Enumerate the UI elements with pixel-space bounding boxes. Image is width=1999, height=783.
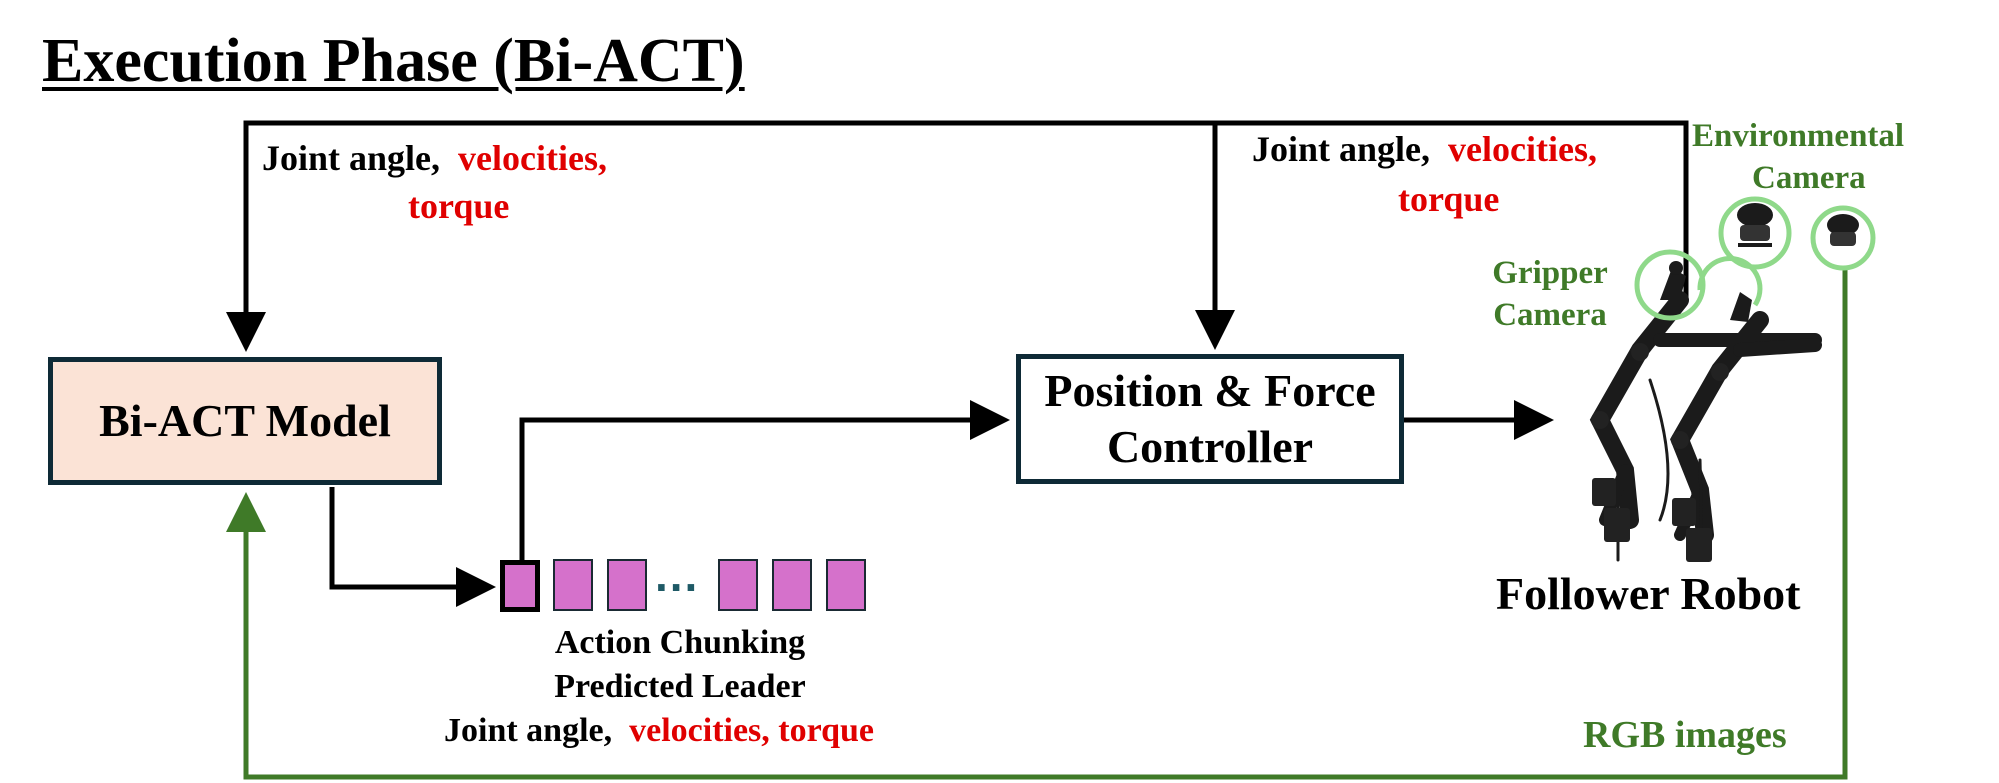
controller-label-line1: Position & Force: [1044, 365, 1376, 416]
environmental-camera-label-line1: Environmental: [1692, 118, 1905, 154]
feedback-loop-top: [226, 120, 1689, 352]
action-chunking-line3: Joint angle, velocities, torque: [444, 709, 874, 753]
action-chunking-line1: Action Chunking: [554, 624, 806, 661]
feedback-right-velocities-text: velocities,: [1448, 129, 1597, 169]
gripper-camera-label-line2: Camera: [1493, 297, 1607, 333]
rgb-images-label: RGB images: [1583, 714, 1787, 756]
position-force-controller-box: Position & Force Controller: [1016, 354, 1404, 484]
action-chunk-block: [553, 559, 593, 611]
feedback-label-right-line1: Joint angle, velocities,: [1252, 125, 1597, 173]
chunk-to-controller-arrow: [519, 400, 1010, 560]
chunk-ellipsis: ...: [655, 549, 700, 601]
environmental-camera-label-line2: Camera: [1752, 160, 1866, 196]
action-chunking-line2: Predicted Leader: [554, 668, 806, 705]
model-to-chunk-arrow: [329, 487, 496, 607]
feedback-right-torque-text: torque: [1398, 179, 1500, 219]
feedback-label-left-line1: Joint angle, velocities,: [262, 134, 607, 182]
feedback-left-joint-text: Joint angle,: [262, 138, 441, 178]
follower-robot-label: Follower Robot: [1496, 568, 1801, 619]
page-title: Execution Phase (Bi-ACT): [42, 27, 745, 95]
environmental-camera-icon: [1718, 196, 1876, 271]
action-chunking-velocities-text: velocities, torque: [629, 712, 874, 749]
action-chunk-block: [718, 559, 758, 611]
follower-robot-image: [1589, 291, 1822, 562]
gripper-camera-label: Gripper Camera: [1470, 252, 1630, 336]
feedback-left-velocities-text: velocities,: [458, 138, 607, 178]
action-chunk-block: [826, 559, 866, 611]
gripper-camera-label-line1: Gripper: [1492, 255, 1608, 291]
bi-act-model-box: Bi-ACT Model: [48, 357, 442, 485]
bi-act-model-label: Bi-ACT Model: [99, 395, 391, 446]
action-chunk-block: [607, 559, 647, 611]
action-chunking-joint-text: Joint angle,: [444, 712, 613, 749]
feedback-right-joint-text: Joint angle,: [1252, 129, 1431, 169]
action-chunk-block: [500, 560, 540, 612]
controller-label-line2: Controller: [1106, 421, 1314, 472]
action-chunk-block: [772, 559, 812, 611]
rgb-feedback-arrow: [226, 268, 1848, 780]
feedback-left-torque-text: torque: [408, 186, 510, 226]
